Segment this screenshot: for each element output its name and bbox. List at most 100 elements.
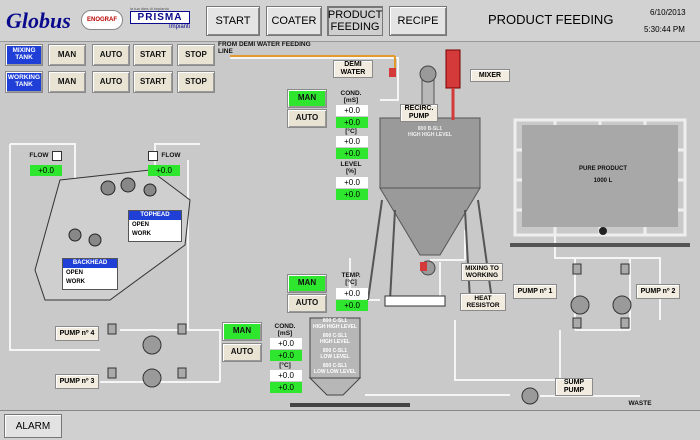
mix-temp-unit: [°C] [345,128,357,135]
work-level-2-desc: HIGH LEVEL [319,339,350,345]
tank-base [510,243,690,247]
work-man-button[interactable]: MAN [222,322,262,341]
work-cond-value: +0.0 [270,338,302,349]
heat-auto-button[interactable]: AUTO [287,294,327,313]
mixing-tank-cone [379,187,481,256]
mix-level-setpoint: +0.0 [336,189,368,200]
heat-temp-setpoint: +0.0 [336,300,368,311]
flow-left-label: FLOW [29,152,49,159]
nav-start-button[interactable]: START [206,6,260,36]
mix-level-label: LEVEL [%] [340,161,362,176]
flow-left-checkbox[interactable] [52,151,62,161]
mixing-to-working-label: MIXING TO WORKING [461,263,503,281]
work-temp-setpoint: +0.0 [270,382,302,393]
waste-label: WASTE [628,400,652,407]
pump-1-icon [570,295,590,315]
work-temp-value: +0.0 [270,370,302,381]
enograf-logo: ENOGRAF [81,10,123,30]
recirc-pump-label: RECIRC. PUMP [400,104,438,122]
alarm-label: ALARM [15,420,51,432]
mixing-stop-button[interactable]: STOP [177,44,215,66]
flow-right-checkbox[interactable] [148,151,158,161]
nav-product-feeding-button[interactable]: PRODUCT FEEDING [327,6,383,36]
tank-level-text: 800 B-SL1 [417,126,443,132]
time-display: 5:30:44 PM [644,25,685,34]
work-cond-label: COND. [mS] [274,323,296,338]
transfer-valve-icon [420,262,427,271]
working-stop-button[interactable]: STOP [177,71,215,93]
pump-3-label: PUMP nº 3 [55,374,99,389]
work-level-4-code: 800 C-SL1 [322,363,348,369]
mix-cond-label: COND. [mS] [340,90,362,105]
nav-recipe-button[interactable]: RECIPE [389,6,447,36]
prisma-tagline: la tua idea di impianto [130,6,169,11]
demi-valve-icon [389,68,396,77]
pump-4-label: PUMP nº 4 [55,326,99,341]
backhead-panel: BACKHEAD OPEN WORK [62,258,118,290]
tank-leg [477,199,493,301]
prisma-logo-sub: Impianti [168,24,190,30]
pump-3-icon [142,368,162,388]
heat-resistor-label: HEAT RESISTOR [460,293,506,311]
mix-auto-button[interactable]: AUTO [287,109,327,128]
work-level-3-code: 800 C-SL1 [322,348,348,354]
pump-4-icon [142,335,162,355]
brand-logo: Globus [6,8,71,33]
mixing-tank-body [379,117,481,189]
alarm-button[interactable]: ALARM [4,414,62,438]
work-level-2-code: 800 C-SL1 [322,333,348,339]
flow-right-value: +0.0 [148,165,180,176]
recirc-pump-icon [419,65,437,83]
floor-base [290,403,410,407]
heat-man-button[interactable]: MAN [287,274,327,293]
working-auto-button[interactable]: AUTO [92,71,130,93]
tophead-work: WORK [132,231,151,237]
prisma-logo: la tua idea di impianto PRISMA Impianti [130,6,190,36]
work-level-1-desc: HIGH HIGH LEVEL [313,324,357,330]
working-start-button[interactable]: START [133,71,173,93]
nav-coater-button[interactable]: COATER [266,6,322,36]
mixer-label: MIXER [470,69,510,82]
mix-cond-setpoint: +0.0 [336,117,368,128]
enograf-logo-text: ENOGRAF [87,17,117,23]
flow-left-value: +0.0 [30,165,62,176]
tophead-title: TOPHEAD [129,211,181,220]
heat-resistor-icon [384,295,446,307]
date-display: 6/10/2013 [650,8,686,17]
tank-leg [367,199,383,301]
heat-temp-value: +0.0 [336,288,368,299]
working-tank-cone [308,377,362,396]
backhead-open: OPEN [66,270,84,276]
tank-outlet-icon [599,227,607,235]
footer-bar [0,410,700,440]
working-man-button[interactable]: MAN [48,71,86,93]
work-auto-button[interactable]: AUTO [222,343,262,362]
mix-cond-value: +0.0 [336,105,368,116]
heat-temp-label: TEMP. [°C] [341,272,361,287]
mixer-motor [445,49,461,89]
mix-man-button[interactable]: MAN [287,89,327,108]
flow-right-label: FLOW [161,152,181,159]
tank-leg [464,209,471,301]
mixing-man-button[interactable]: MAN [48,44,86,66]
pump-1-label: PUMP nº 1 [513,284,557,299]
page-title: PRODUCT FEEDING [488,12,614,27]
mixing-tank-button[interactable]: MIXING TANK [5,44,43,66]
demi-water-label: DEMI WATER [333,60,373,78]
pure-product-liquid [522,125,678,227]
work-level-4-desc: LOW LOW LEVEL [313,369,357,375]
sump-pump-icon [521,387,539,405]
mix-temp-setpoint: +0.0 [336,148,368,159]
mixing-auto-button[interactable]: AUTO [92,44,130,66]
backhead-title: BACKHEAD [63,259,117,268]
work-cond-setpoint: +0.0 [270,350,302,361]
mixing-start-button[interactable]: START [133,44,173,66]
pure-product-label: PURE PRODUCT [578,166,627,172]
pure-product-qty: 1000 L [593,178,613,184]
working-tank-button[interactable]: WORKING TANK [5,71,43,93]
pump-2-label: PUMP nº 2 [636,284,680,299]
